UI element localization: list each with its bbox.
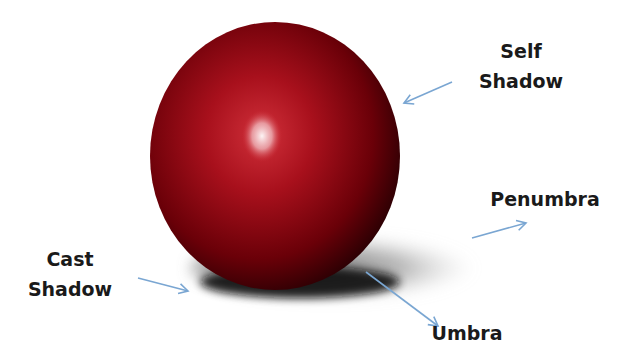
leader-arrow bbox=[138, 278, 188, 291]
part-label: Cast Shadow bbox=[2, 244, 138, 304]
part-label: Self Shadow bbox=[456, 36, 586, 96]
leader-arrow bbox=[404, 82, 452, 103]
part-label: Penumbra bbox=[470, 184, 620, 214]
leader-arrow bbox=[472, 223, 526, 238]
leader-arrow bbox=[366, 272, 438, 326]
part-label: Umbra bbox=[412, 318, 522, 348]
red-sphere bbox=[150, 22, 400, 290]
specular-highlight bbox=[242, 110, 282, 162]
